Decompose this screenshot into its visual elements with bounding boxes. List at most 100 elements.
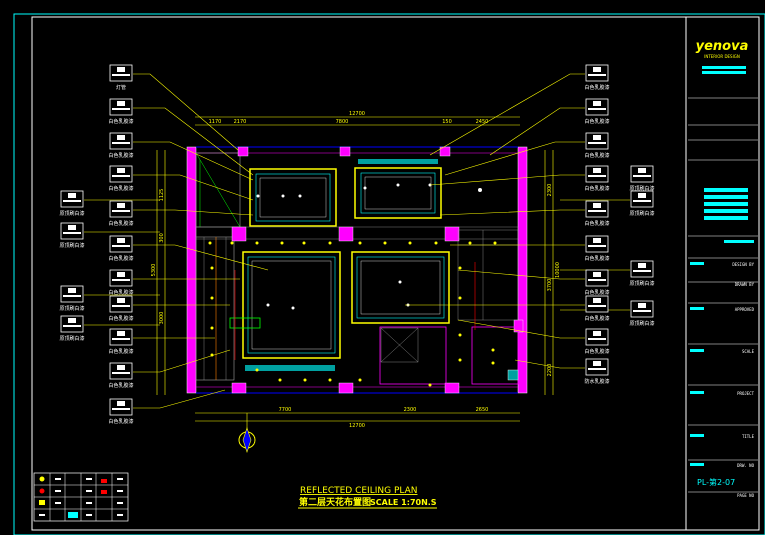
material-tag-gypsum: 原顶刷白漆 xyxy=(59,222,85,249)
material-tag-label: 原顶刷白漆 xyxy=(59,210,84,217)
material-tag-gypsum: 原顶刷白漆 xyxy=(59,190,85,217)
drawing-title: REFLECTED CEILING PLAN xyxy=(300,486,417,496)
field-page-no: PAGE NO xyxy=(737,493,754,498)
dim-bottom-seg-2: 2300 xyxy=(404,407,417,413)
material-tag-label: 白色乳胶漆 xyxy=(108,418,133,425)
dim-right-1: 2300 xyxy=(547,184,553,197)
material-tag-white_light: 白色乳胶漆 xyxy=(584,235,610,262)
material-tag-white_light: 白色乳胶漆 xyxy=(584,64,610,91)
material-tag-label: 原顶刷白漆 xyxy=(629,320,654,327)
material-tag-white_light: 白色乳胶漆 xyxy=(108,235,134,262)
material-tag-label: 原顶刷白漆 xyxy=(59,305,84,312)
drawing-scale: SCALE 1:70N.S xyxy=(370,498,437,507)
field-approved: APPROVED xyxy=(735,307,755,312)
material-tag-label: 原顶刷白漆 xyxy=(629,280,654,287)
material-tag-label: 原顶刷白漆 xyxy=(59,335,84,342)
material-tag-white_light: 白色乳胶漆 xyxy=(108,269,134,296)
material-tag-label: 白色乳胶漆 xyxy=(584,185,609,192)
sheet-frame xyxy=(13,13,765,535)
material-tag-label: 白色乳胶漆 xyxy=(584,289,609,296)
dimension-lines: 12700 1170 2170 7800 150 2450 7700 2300 … xyxy=(151,111,561,429)
material-tag-label: 白色乳胶漆 xyxy=(108,348,133,355)
material-tag-label: 白色乳胶漆 xyxy=(108,118,133,125)
material-tag-white_light: 白色乳胶漆 xyxy=(584,328,610,355)
material-tag-white_light: 白色乳胶漆 xyxy=(108,98,134,125)
material-tag-gypsum: 原顶刷白漆 xyxy=(59,285,85,312)
material-tag-white_light: 白色乳胶漆 xyxy=(108,200,134,227)
material-tag-gypsum: 原顶刷白漆 xyxy=(629,300,655,327)
material-tag-label: 白色乳胶漆 xyxy=(108,220,133,227)
north-arrow-icon xyxy=(238,413,256,453)
symbol-legend-table xyxy=(33,472,129,522)
material-tag-white_light: 白色乳胶漆 xyxy=(108,398,134,425)
material-tag-gypsum: 原顶刷白漆 xyxy=(629,190,655,217)
field-design-by: DESIGN BY xyxy=(732,262,754,267)
material-tag-white_light: 白色乳胶漆 xyxy=(584,269,610,296)
drawing-subtitle: 第二层天花布置图 xyxy=(299,496,371,508)
material-callouts: 灯管白色乳胶漆白色乳胶漆白色乳胶漆白色乳胶漆白色乳胶漆白色乳胶漆白色乳胶漆白色乳… xyxy=(59,64,655,425)
material-tag-label: 白色乳胶漆 xyxy=(584,220,609,227)
dim-left-3: 3000 xyxy=(159,312,165,325)
material-tag-label: 白色乳胶漆 xyxy=(584,84,609,91)
material-tag-label: 原顶刷白漆 xyxy=(629,210,654,217)
material-tag-white_light: 白色乳胶漆 xyxy=(108,165,134,192)
dim-top-seg-1: 1170 xyxy=(209,119,222,125)
field-scale: SCALE xyxy=(742,349,755,354)
material-tag-white_light: 白色乳胶漆 xyxy=(108,362,134,389)
material-tag-white_light: 白色乳胶漆 xyxy=(584,200,610,227)
material-tag-label: 白色乳胶漆 xyxy=(108,255,133,262)
material-tag-white_light: 白色乳胶漆 xyxy=(584,98,610,125)
material-tag-label: 白色乳胶漆 xyxy=(108,382,133,389)
dim-top-total: 12700 xyxy=(349,111,365,117)
material-tag-label: 白色乳胶漆 xyxy=(108,185,133,192)
material-tag-white_light: 白色乳胶漆 xyxy=(108,132,134,159)
material-tag-white_light: 白色乳胶漆 xyxy=(584,132,610,159)
drawing-title-group: REFLECTED CEILING PLAN 第二层天花布置图 SCALE 1:… xyxy=(298,486,437,509)
material-tag-gypsum: 原顶刷白漆 xyxy=(629,260,655,287)
material-tag-gypsum: 原顶刷白漆 xyxy=(629,165,655,192)
material-tag-label: 白色乳胶漆 xyxy=(584,315,609,322)
material-tag-label: 原顶刷白漆 xyxy=(629,185,654,192)
material-tag-label: 原顶刷白漆 xyxy=(59,242,84,249)
material-tag-white_light: 白色乳胶漆 xyxy=(584,295,610,322)
field-project: PROJECT xyxy=(737,391,754,396)
material-tag-lamp: 灯管 xyxy=(109,64,133,91)
material-tag-label: 白色乳胶漆 xyxy=(108,289,133,296)
dim-top-seg-4: 150 xyxy=(442,119,452,125)
dim-top-seg-2: 2170 xyxy=(234,119,247,125)
material-tag-label: 白色乳胶漆 xyxy=(584,152,609,159)
material-tag-waterproof: 防水乳胶漆 xyxy=(584,358,610,385)
dim-left-2: 300 xyxy=(159,233,165,243)
floor-plan xyxy=(186,146,528,394)
leader-lines xyxy=(84,73,630,409)
dim-top-seg-5: 2450 xyxy=(476,119,489,125)
material-tag-white_light: 白色乳胶漆 xyxy=(584,165,610,192)
dim-top-seg-3: 7800 xyxy=(336,119,349,125)
field-drw-no: DRW. NO xyxy=(737,463,754,468)
material-tag-label: 白色乳胶漆 xyxy=(108,152,133,159)
dim-bottom-total: 12700 xyxy=(349,423,365,429)
dim-right-6: 2200 xyxy=(547,364,553,377)
material-tag-label: 白色乳胶漆 xyxy=(108,315,133,322)
dim-right-5: 10000 xyxy=(555,262,561,278)
dim-bottom-seg-3: 2650 xyxy=(476,407,489,413)
dim-left-5: 5300 xyxy=(151,264,157,277)
field-title: TITLE xyxy=(742,434,755,439)
material-tag-label: 灯管 xyxy=(116,84,126,91)
field-drawn-by: DRAWN BY xyxy=(735,282,755,287)
material-tag-white_light: 白色乳胶漆 xyxy=(108,295,134,322)
material-tag-label: 防水乳胶漆 xyxy=(584,378,609,385)
material-tag-label: 白色乳胶漆 xyxy=(584,255,609,262)
material-tag-gypsum: 原顶刷白漆 xyxy=(59,315,85,342)
brand-logo: yenova xyxy=(696,39,749,54)
project-code: PL-第2-07 xyxy=(697,477,735,487)
dim-left-1: 1125 xyxy=(159,189,165,202)
brand-subtitle: INTERIOR DESIGN xyxy=(704,54,740,59)
title-block: yenova INTERIOR DESIGN DESIGN BY DRAWN B… xyxy=(688,39,758,498)
material-tag-white_light: 白色乳胶漆 xyxy=(108,328,134,355)
dim-right-3: 3700 xyxy=(547,279,553,292)
dim-bottom-seg-1: 7700 xyxy=(279,407,292,413)
material-tag-label: 白色乳胶漆 xyxy=(584,118,609,125)
material-tag-label: 白色乳胶漆 xyxy=(584,348,609,355)
